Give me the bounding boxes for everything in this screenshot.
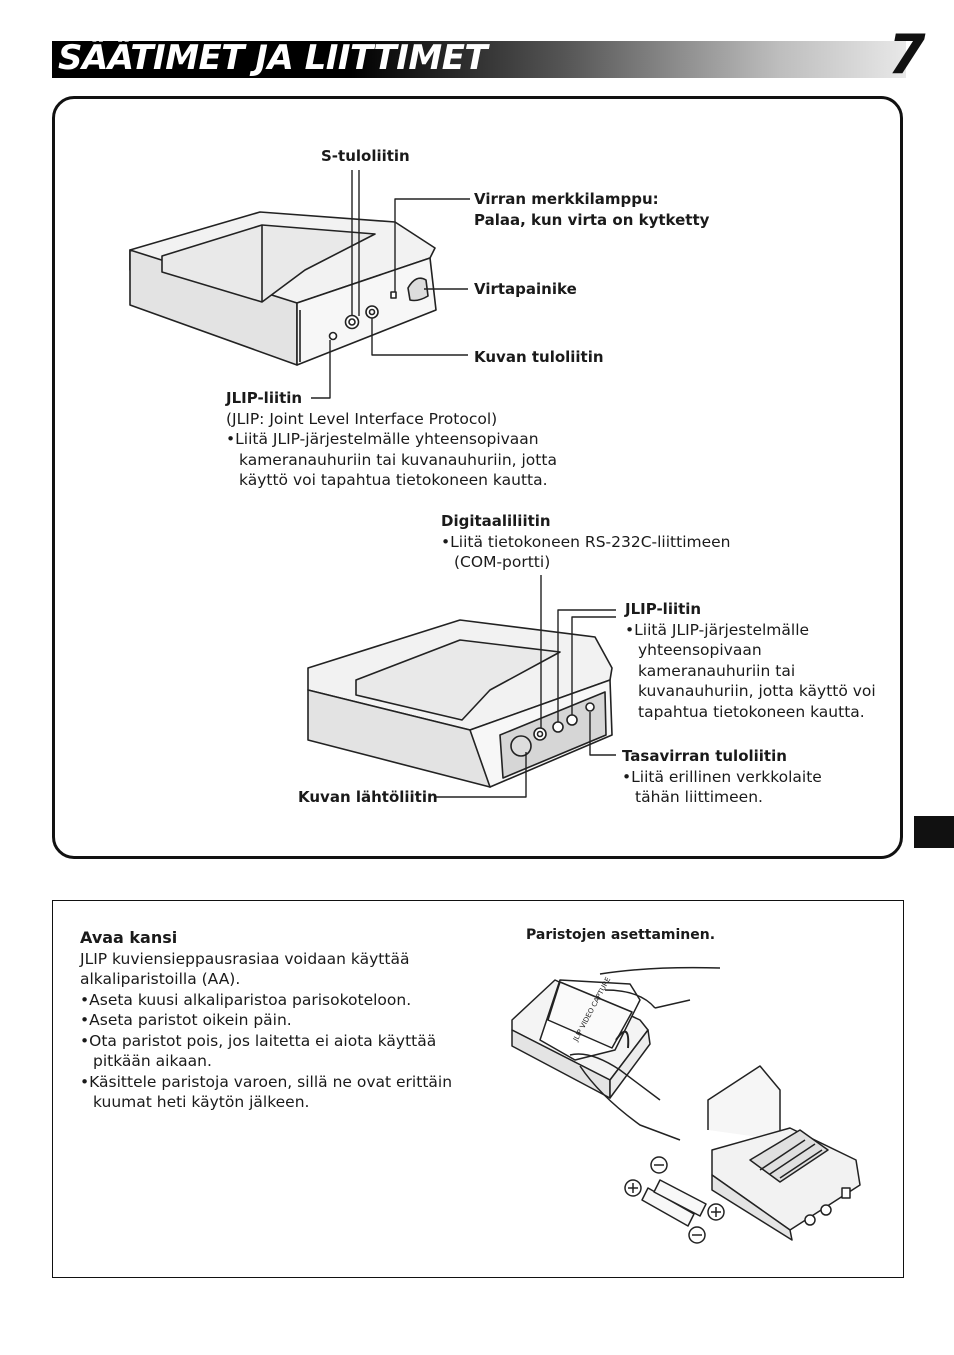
video-input-label: Kuvan tuloliitin [474, 348, 604, 366]
power-button-label: Virtapainike [474, 280, 577, 298]
dc-input-label: Tasavirran tuloliitin •Liitä erillinen v… [622, 747, 822, 806]
jlip-label-rear: JLIP-liitin •Liitä JLIP-järjestelmälle y… [625, 600, 876, 721]
battery-illustration-caption: Paristojen asettaminen. [526, 927, 716, 943]
loose-batteries [641, 1179, 707, 1227]
connector-panel [52, 96, 903, 859]
jlip-label-top: JLIP-liitin (JLIP: Joint Level Interface… [226, 389, 557, 489]
page-title: SÄÄTIMET JA LIITTIMET [58, 38, 488, 78]
battery-panel [52, 900, 904, 1278]
power-lamp-label: Virran merkkilamppu: Palaa, kun virta on… [474, 190, 710, 229]
video-output-label: Kuvan lähtöliitin [298, 788, 438, 806]
digital-connector-label: Digitaaliliitin •Liitä tietokoneen RS-23… [441, 512, 731, 571]
page-number: 7 [888, 23, 926, 86]
section-tab [914, 816, 954, 848]
battery-device-open-lid: JLIP VIDEO CAPTURE [511, 966, 721, 1141]
polarity-signs [624, 1156, 725, 1244]
battery-compartment-device [707, 1065, 861, 1241]
header-bar [52, 41, 906, 78]
battery-heading: Avaa kansi [80, 928, 178, 947]
s-input-label: S-tuloliitin [321, 147, 410, 165]
rear-device-image [307, 619, 613, 788]
battery-instructions: Avaa kansi JLIP kuviensieppausrasiaa voi… [80, 928, 453, 1111]
